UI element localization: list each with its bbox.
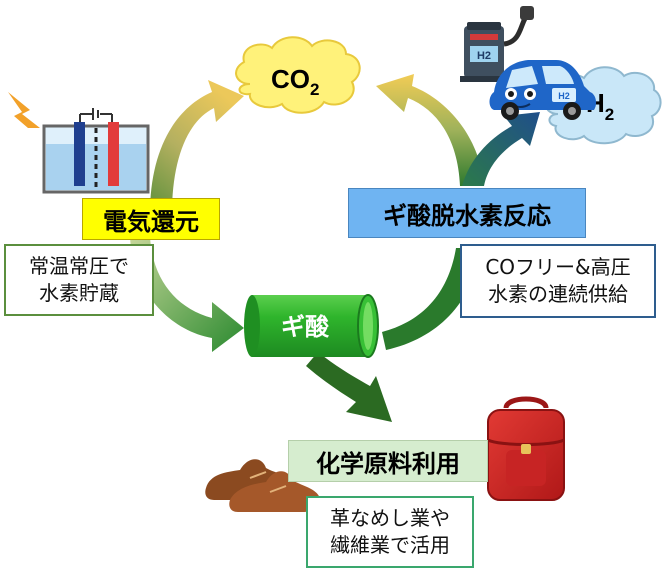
storage-note-line1: 常温常圧で	[29, 254, 129, 278]
pump-h2-badge: H2	[477, 50, 491, 62]
co2-label: CO	[271, 64, 310, 94]
school-backpack-icon	[487, 396, 565, 501]
arrow-electro-to-formic	[130, 236, 244, 352]
fuel-cell-car-icon: H2	[489, 60, 597, 120]
car-h2-badge: H2	[558, 91, 570, 101]
electro-reduction-label: 電気還元	[103, 207, 199, 236]
dehydrogenation-label: ギ酸脱水素反応	[383, 201, 551, 230]
uses-note-line2: 繊維業で活用	[330, 533, 450, 557]
electro-reduction-box: 電気還元	[82, 198, 220, 240]
arrow-electro-to-co2	[150, 80, 244, 214]
dehydrogenation-box: ギ酸脱水素反応	[348, 188, 586, 238]
supply-note-box: COフリー&高圧 水素の連続供給	[460, 244, 656, 318]
svg-text:CO2: CO2	[271, 64, 319, 99]
electrolysis-cell-icon	[8, 92, 150, 194]
co2-cloud: CO2	[235, 36, 361, 114]
co2-subscript: 2	[310, 80, 319, 99]
storage-note-line2: 水素貯蔵	[39, 281, 119, 305]
uses-note-box: 革なめし業や 繊維業で活用	[306, 496, 474, 568]
hydrogen-pump-icon: H2	[460, 6, 534, 82]
chemical-feedstock-label: 化学原料利用	[316, 449, 460, 478]
arrow-formic-to-dehydro	[382, 248, 480, 350]
formic-acid-label: ギ酸	[281, 314, 330, 341]
supply-note-line1: COフリー&高圧	[485, 255, 631, 279]
uses-note-line1: 革なめし業や	[330, 506, 450, 530]
arrow-dehydro-to-h2	[462, 112, 540, 186]
supply-note-line2: 水素の連続供給	[488, 282, 628, 306]
leather-shoes-icon	[205, 459, 321, 512]
arrow-formic-to-feedstock	[306, 352, 392, 422]
chemical-feedstock-box: 化学原料利用	[288, 440, 488, 482]
formic-acid-cylinder: ギ酸	[244, 294, 379, 358]
storage-note-box: 常温常圧で 水素貯蔵	[4, 244, 154, 316]
h2-subscript: 2	[605, 105, 614, 124]
arrow-dehydro-to-co2	[376, 74, 484, 186]
